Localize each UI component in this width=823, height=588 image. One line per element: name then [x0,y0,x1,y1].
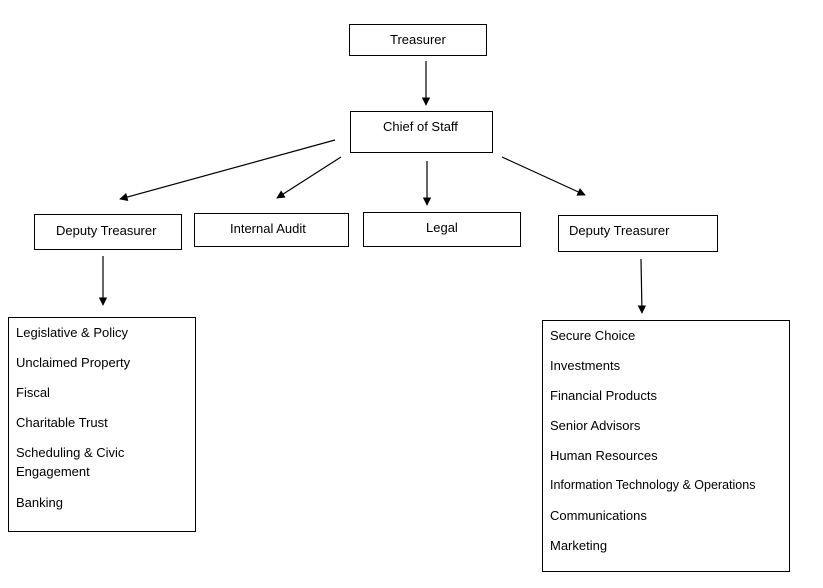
internal-audit-label: Internal Audit [230,221,306,236]
list-item: Financial Products [550,388,657,403]
arrow-deputy-right-to-list [637,258,647,314]
list-item: Investments [550,358,621,373]
list-item: Unclaimed Property [16,355,131,370]
arrow-chief-to-deputy-left [119,139,336,202]
treasurer-box: Treasurer [349,24,487,56]
legal-label: Legal [426,220,458,235]
list-item: Legislative & Policy [16,325,128,340]
right-department-list: Secure Choice Investments Financial Prod… [542,320,790,572]
list-item: Charitable Trust [16,415,108,430]
list-item: Information Technology & Operations [550,478,756,492]
list-item: Fiscal [16,385,50,400]
list-item: Communications [550,508,647,523]
list-item: Scheduling & Civic Engagement [16,445,125,479]
deputy-treasurer-right-box: Deputy Treasurer [558,215,718,252]
deputy-treasurer-left-box: Deputy Treasurer [34,214,182,250]
list-item: Secure Choice [550,328,636,343]
list-item: Marketing [550,538,608,553]
list-item: Human Resources [550,448,658,463]
chief-of-staff-label: Chief of Staff [383,119,458,134]
arrow-chief-to-internal-audit [276,156,342,199]
deputy-treasurer-left-label: Deputy Treasurer [56,223,157,238]
arrow-chief-to-deputy-right [501,156,586,196]
left-department-list: Legislative & Policy Unclaimed Property … [8,317,196,532]
list-item: Banking [16,495,63,510]
internal-audit-box: Internal Audit [194,213,349,247]
treasurer-label: Treasurer [390,32,446,47]
deputy-treasurer-right-label: Deputy Treasurer [569,223,670,238]
chief-of-staff-box: Chief of Staff [350,111,493,153]
list-item: Senior Advisors [550,418,641,433]
legal-box: Legal [363,212,521,247]
